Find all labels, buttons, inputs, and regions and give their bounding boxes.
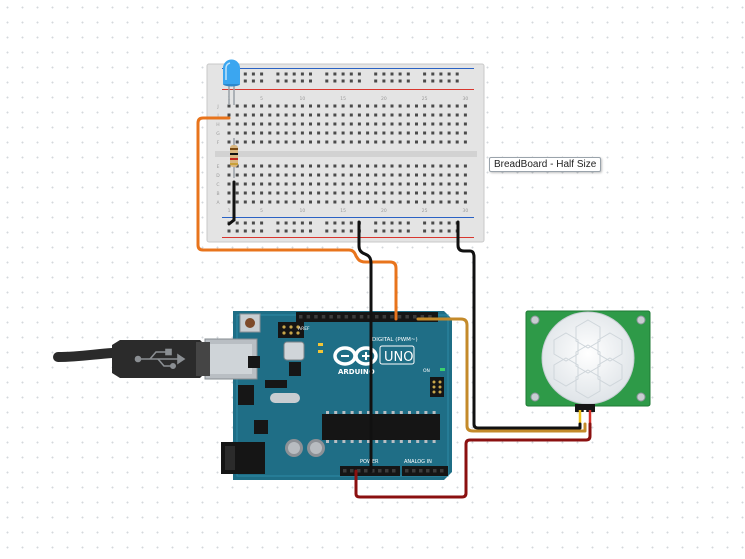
column-number-bottom: 5 xyxy=(260,208,263,214)
analog-label: ANALOG IN xyxy=(404,459,432,465)
column-number-bottom: 25 xyxy=(422,208,428,214)
arduino-uno-board[interactable]: ARDUINO UNO DIGITAL (PWM~) ANALOG IN POW… xyxy=(204,311,452,480)
column-number-top: 15 xyxy=(340,96,346,102)
pir-sensor[interactable] xyxy=(525,310,651,426)
row-letter: D xyxy=(216,173,220,179)
arduino-model-text: UNO xyxy=(384,350,413,365)
wire-black-gnd-2[interactable] xyxy=(456,220,582,430)
wire-gold-signal[interactable] xyxy=(416,317,587,433)
row-letter: C xyxy=(216,182,219,188)
digital-header-pins[interactable] xyxy=(299,315,432,319)
column-number-bottom: 15 xyxy=(340,208,346,214)
row-letter: E xyxy=(217,164,220,170)
column-number-top: 30 xyxy=(463,96,469,102)
row-letter: I xyxy=(217,113,218,119)
blue-led[interactable] xyxy=(223,59,240,106)
wires[interactable] xyxy=(196,116,592,499)
breadboard[interactable]: 115510101515202025253030JIHGFEDCBA xyxy=(206,63,485,243)
arduino-logo-icon xyxy=(333,346,378,366)
column-number-bottom: 30 xyxy=(463,208,469,214)
on-label: ON xyxy=(423,368,430,374)
arduino-logo-text: ARDUINO xyxy=(338,368,375,376)
breadboard-holes[interactable] xyxy=(227,72,467,233)
column-number-top: 25 xyxy=(422,96,428,102)
row-letter: A xyxy=(216,200,220,206)
column-number-bottom: 1 xyxy=(228,208,231,214)
column-number-bottom: 10 xyxy=(300,208,306,214)
column-number-top: 20 xyxy=(381,96,387,102)
wire-darkred-power[interactable] xyxy=(354,422,592,499)
digital-label: DIGITAL (PWM~) xyxy=(372,337,418,343)
row-letter: F xyxy=(217,140,220,146)
aref-label: AREF xyxy=(298,326,310,332)
black-jumper-short[interactable] xyxy=(227,180,236,226)
chip-pins xyxy=(326,411,436,443)
row-letter: B xyxy=(216,191,219,197)
column-number-top: 5 xyxy=(260,96,263,102)
breadboard-tooltip: BreadBoard - Half Size xyxy=(489,157,602,172)
usb-cable[interactable] xyxy=(53,340,210,378)
usb-icon xyxy=(134,348,186,369)
row-letter: J xyxy=(216,104,218,110)
row-letter: G xyxy=(216,131,220,137)
resistor[interactable] xyxy=(230,138,238,178)
bottom-header-pins[interactable] xyxy=(343,469,444,473)
row-letter: H xyxy=(216,122,219,128)
wire-orange-led[interactable] xyxy=(196,116,398,321)
column-number-top: 10 xyxy=(300,96,306,102)
wire-black-gnd-1[interactable] xyxy=(357,220,373,473)
column-number-bottom: 20 xyxy=(381,208,387,214)
